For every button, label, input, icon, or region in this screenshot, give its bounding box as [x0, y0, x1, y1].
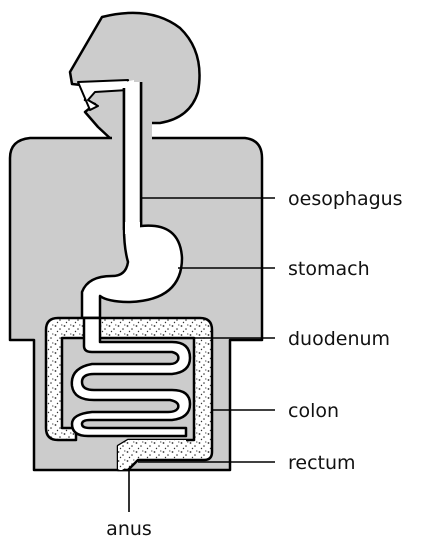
label-oesophagus: oesophagus: [288, 188, 403, 210]
label-duodenum: duodenum: [288, 328, 390, 350]
label-rectum: rectum: [288, 452, 356, 474]
label-colon: colon: [288, 400, 339, 422]
label-anus: anus: [106, 518, 152, 540]
label-stomach: stomach: [288, 258, 370, 280]
